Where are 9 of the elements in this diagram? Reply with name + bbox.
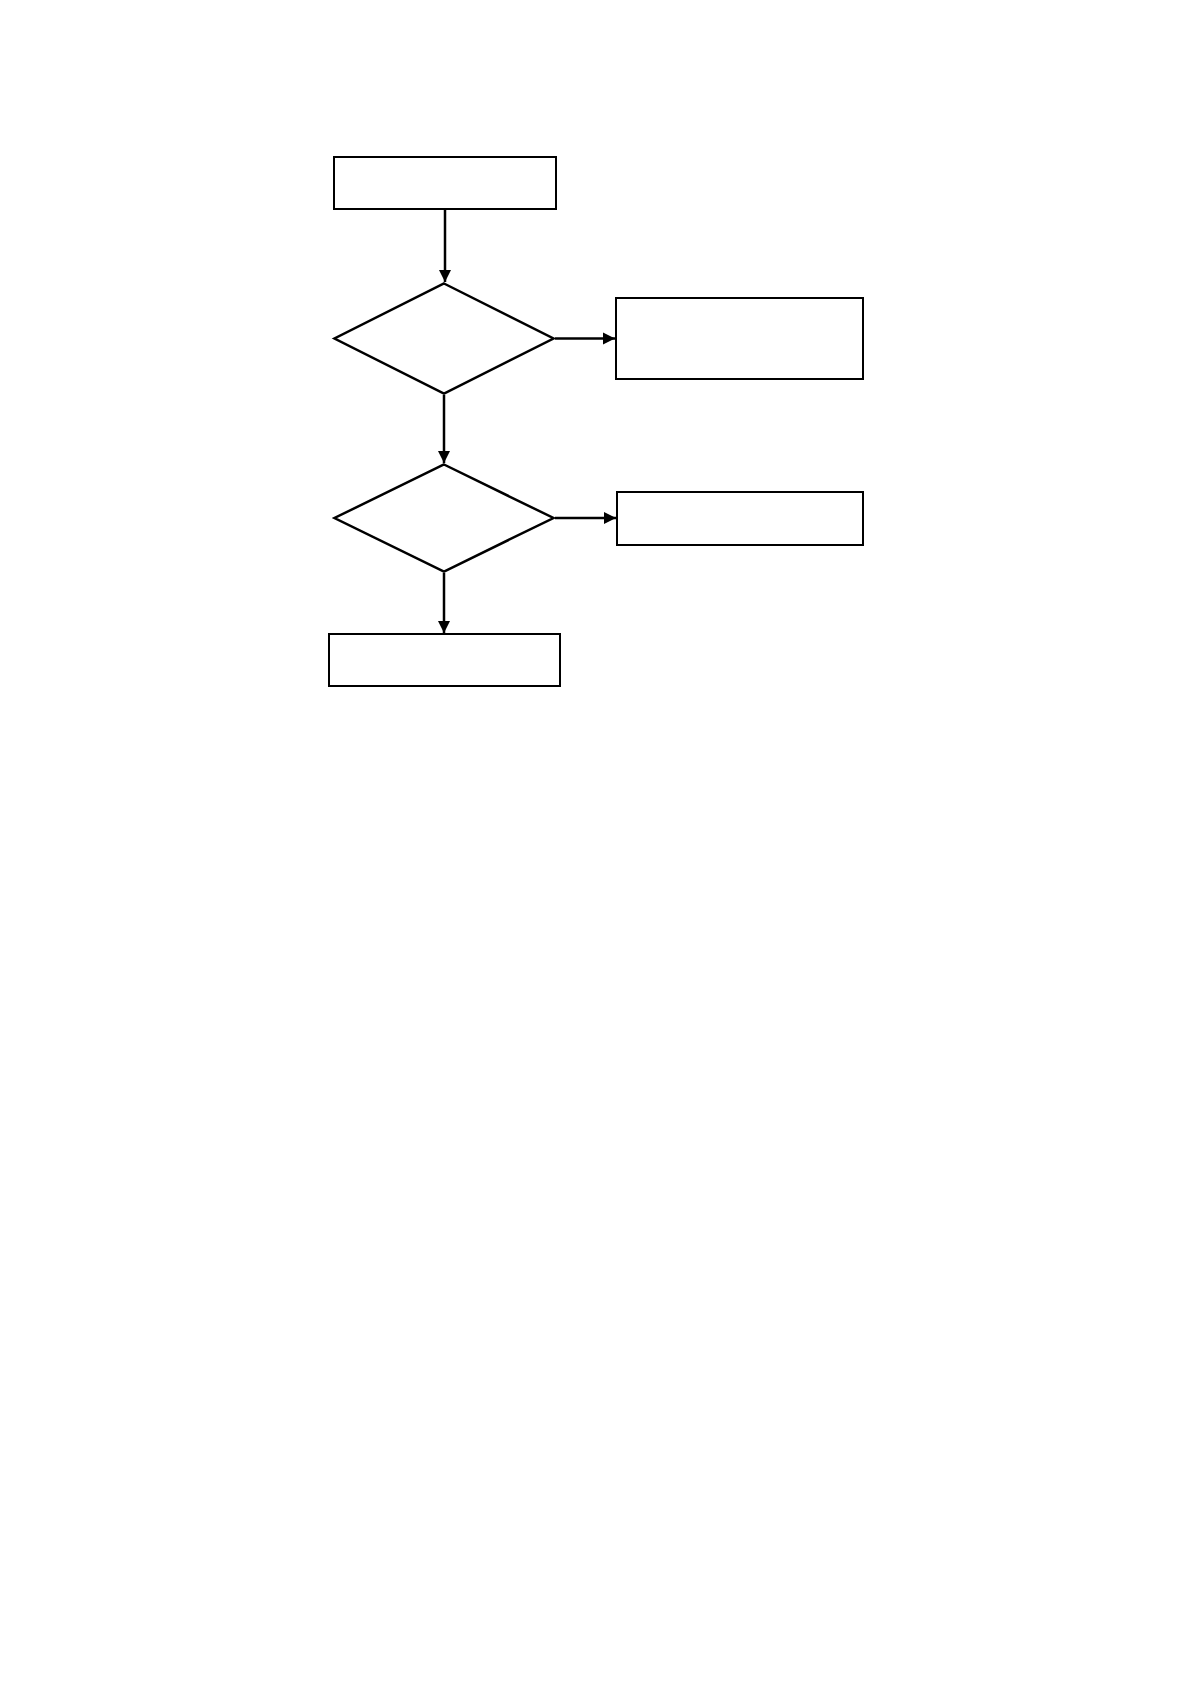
process-box <box>333 156 557 210</box>
arrow <box>437 395 451 463</box>
arrow <box>438 210 452 282</box>
arrow <box>555 332 615 345</box>
process-box <box>615 297 864 380</box>
arrow <box>555 511 616 525</box>
process-box <box>328 633 561 687</box>
arrow <box>437 573 451 633</box>
process-box <box>616 491 864 546</box>
